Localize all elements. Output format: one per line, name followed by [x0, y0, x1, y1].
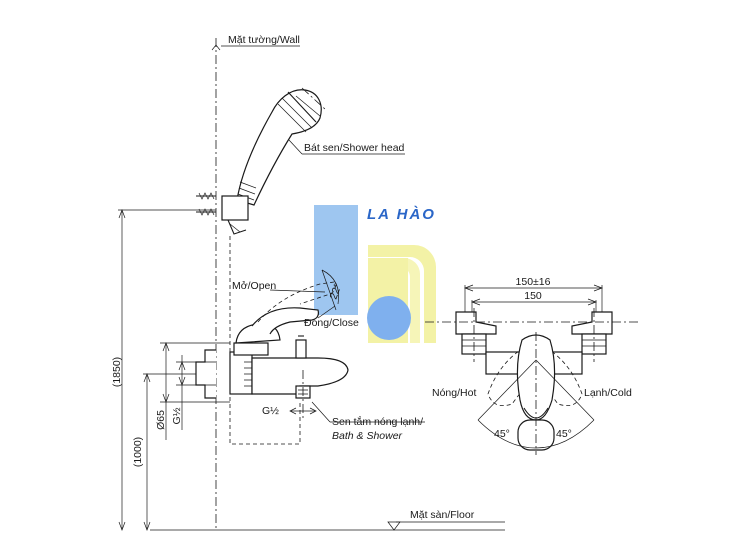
- logo-yellow-arc-1: [368, 245, 436, 343]
- shower-head: [196, 87, 405, 235]
- watermark-logo: LA HÀO: [314, 205, 436, 343]
- open-label: Mở/Open: [232, 280, 276, 292]
- d65-label: Ø65: [155, 410, 167, 430]
- hot-label: Nóng/Hot: [432, 387, 476, 399]
- angle-handle-label: 22°: [328, 282, 345, 301]
- width-tol-label: 150±16: [516, 276, 551, 288]
- shower-head-label: Bát sen/Shower head: [304, 142, 405, 154]
- g-half-vertical-label: G½: [171, 407, 183, 424]
- angle-right-label: 45°: [556, 428, 572, 440]
- bath-shower-label-2: Bath & Shower: [332, 430, 403, 442]
- width-label: 150: [524, 290, 542, 302]
- floor-label: Mặt sàn/Floor: [410, 509, 475, 521]
- height-outlet-label: (1000): [132, 437, 144, 467]
- logo-blue-circle: [367, 296, 411, 340]
- g-half-bottom-label: G½: [262, 405, 279, 417]
- angle-left-label: 45°: [494, 428, 510, 440]
- cold-label: Lạnh/Cold: [584, 387, 632, 399]
- mixer-side-view: [195, 269, 425, 423]
- wall-arrow: [211, 44, 221, 51]
- logo-text: LA HÀO: [367, 206, 436, 223]
- mixer-front-view: [425, 284, 640, 455]
- floor-marker: [387, 521, 401, 531]
- height-total-label: (1850): [111, 357, 123, 387]
- wall-label: Mặt tường/Wall: [228, 34, 300, 46]
- height-dimensions: (1850) (1000) Ø65 G½: [111, 209, 230, 531]
- logo-blue-bar: [314, 205, 358, 315]
- close-label: Đóng/Close: [304, 317, 359, 329]
- bath-shower-label-1: Sen tắm nóng lạnh/: [332, 415, 423, 428]
